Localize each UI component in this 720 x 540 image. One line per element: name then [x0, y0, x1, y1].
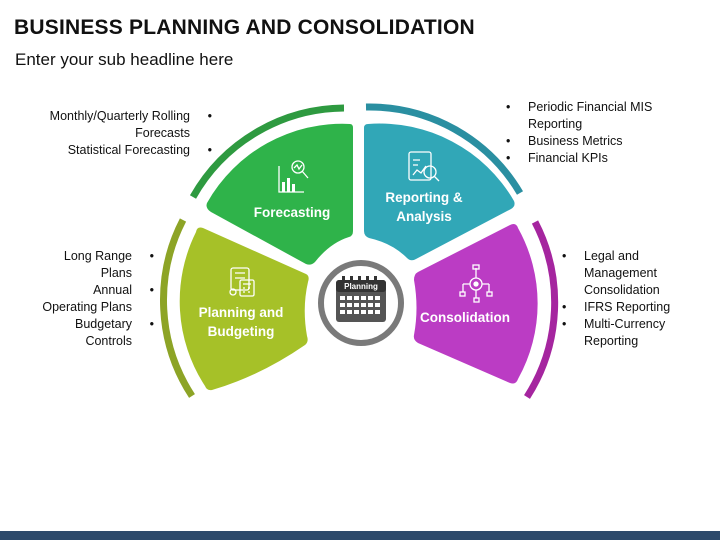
list-item: Statistical Forecasting	[40, 142, 212, 159]
planning-bullets: Long Range Plans Annual Operating Plans …	[36, 248, 154, 350]
list-item: Multi-Currency Reporting	[562, 316, 692, 350]
planning-outer-arc	[160, 218, 195, 398]
page-subtitle: Enter your sub headline here	[15, 50, 234, 69]
planning-segment[interactable]	[179, 227, 309, 391]
list-item: Legal and Management Consolidation	[562, 248, 692, 299]
list-item: Financial KPIs	[506, 150, 676, 167]
consolidation-segment[interactable]	[413, 224, 538, 384]
calendar-icon	[336, 276, 386, 322]
consolidation-bullets: Legal and Management Consolidation IFRS …	[562, 248, 692, 350]
reporting-segment[interactable]	[364, 123, 515, 261]
center-label: Planning	[344, 282, 378, 291]
reporting-bullets: Periodic Financial MIS Reporting Busines…	[506, 99, 676, 167]
forecasting-bullets: Monthly/Quarterly Rolling Forecasts Stat…	[40, 108, 212, 159]
forecasting-label: Forecasting	[254, 205, 331, 220]
hierarchy-icon	[459, 264, 493, 303]
list-item: Periodic Financial MIS Reporting	[506, 99, 676, 133]
reporting-outer-arc	[365, 103, 524, 195]
forecasting-outer-arc	[189, 104, 345, 199]
list-item: Budgetary Controls	[36, 316, 154, 350]
list-item: Business Metrics	[506, 133, 676, 150]
page-title: BUSINESS PLANNING AND CONSOLIDATION	[14, 16, 475, 39]
reporting-label-line2: Analysis	[396, 209, 452, 224]
consolidation-label: Consolidation	[420, 310, 510, 325]
report-analysis-icon	[408, 151, 440, 182]
reporting-label-line1: Reporting &	[385, 190, 462, 205]
list-item: Long Range Plans	[36, 248, 154, 282]
planning-label-line1: Planning and	[199, 305, 284, 320]
list-item: Monthly/Quarterly Rolling Forecasts	[40, 108, 212, 142]
list-item: Annual Operating Plans	[36, 282, 154, 316]
consolidation-outer-arc	[524, 220, 559, 399]
chart-search-icon	[278, 160, 309, 193]
list-item: IFRS Reporting	[562, 299, 692, 316]
forecasting-segment[interactable]	[206, 123, 354, 265]
footer-bar	[0, 531, 720, 540]
planning-label-line2: Budgeting	[208, 324, 275, 339]
budget-calculator-icon	[229, 267, 255, 297]
